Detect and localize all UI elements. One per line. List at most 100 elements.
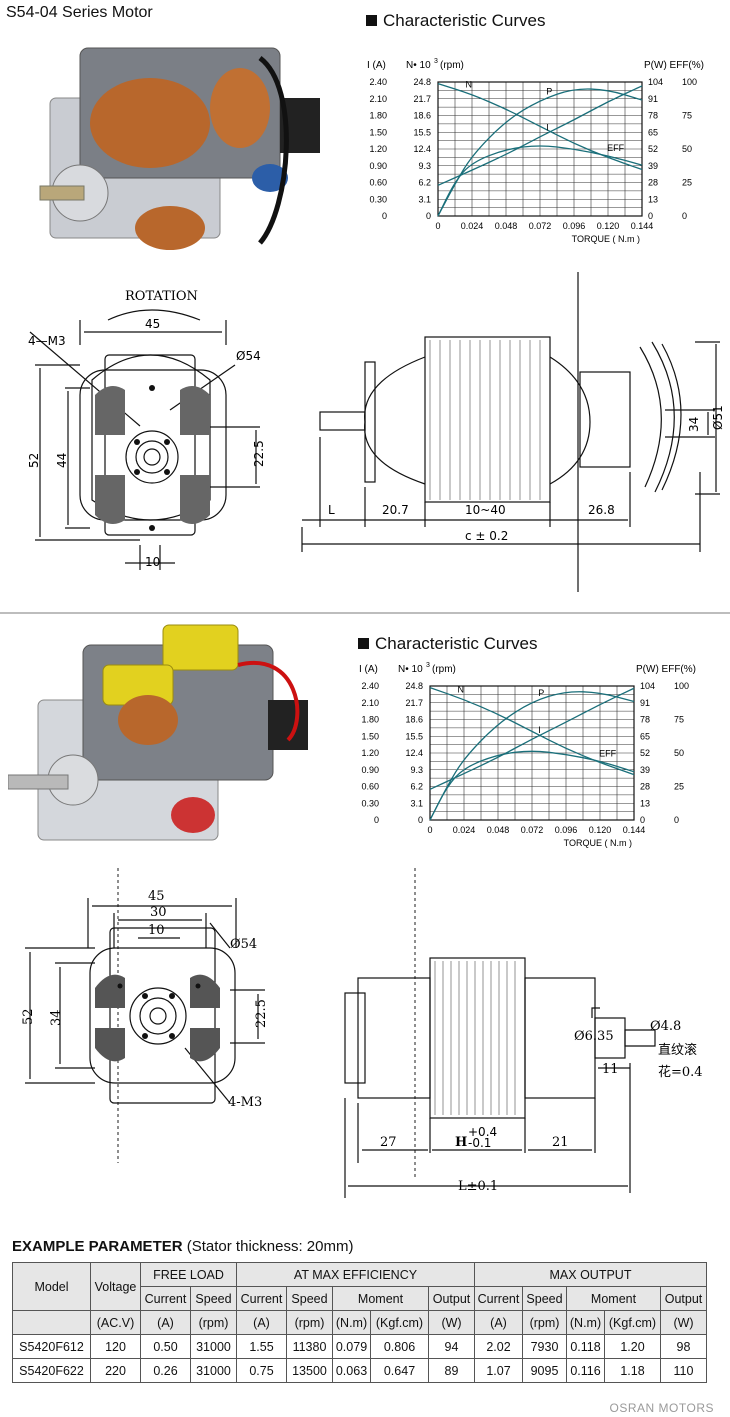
header-output: Output xyxy=(660,1286,707,1311)
tick-label-power: 52 xyxy=(640,748,650,758)
tick-label-efficiency: 50 xyxy=(682,144,692,154)
header-max-efficiency: AT MAX EFFICIENCY xyxy=(236,1262,475,1287)
tick-label-current: 0.60 xyxy=(369,178,387,188)
header-speed: Speed xyxy=(522,1286,567,1311)
tick-label-torque: 0.096 xyxy=(555,825,578,835)
tick-label-speed: 0 xyxy=(426,211,431,221)
dim-phi51: Ø51 xyxy=(711,405,725,430)
unit-rpm: (rpm) xyxy=(286,1310,333,1335)
tick-label-efficiency: 50 xyxy=(674,748,684,758)
tick-label-current: 1.50 xyxy=(361,731,379,741)
tick-label-torque: 0.120 xyxy=(597,221,620,231)
tick-label-current: 0.90 xyxy=(369,161,387,171)
cell: 0.806 xyxy=(370,1334,429,1359)
dim2-4-m3: 4-M3 xyxy=(228,1095,262,1110)
tick-label-speed: 15.5 xyxy=(413,127,431,137)
cell: 1.20 xyxy=(604,1334,661,1359)
header-model: Model xyxy=(12,1262,91,1311)
curves-title-2: Characteristic Curves xyxy=(358,634,538,654)
tick-label-speed: 0 xyxy=(418,815,423,825)
series-line-n xyxy=(429,687,635,776)
cell: 0.063 xyxy=(332,1358,371,1383)
axis-label-power-efficiency: P(W) EFF(%) xyxy=(644,60,704,71)
unit-w: (W) xyxy=(660,1310,707,1335)
knurl-note-1: 直纹滚 xyxy=(658,1042,697,1058)
dim-L: L xyxy=(328,503,335,517)
header-current: Current xyxy=(474,1286,523,1311)
dim2-27: 27 xyxy=(380,1135,397,1150)
tick-label-current: 2.40 xyxy=(369,77,387,87)
tick-label-speed: 3.1 xyxy=(410,798,423,808)
tick-label-current: 2.40 xyxy=(361,681,379,691)
square-bullet-icon xyxy=(358,638,369,649)
tick-label-current: 0.30 xyxy=(361,798,379,808)
params-table: Model Voltage FREE LOAD AT MAX EFFICIENC… xyxy=(12,1262,707,1383)
tick-label-speed: 24.8 xyxy=(413,77,431,87)
header-output: Output xyxy=(428,1286,475,1311)
cell: S5420F612 xyxy=(12,1334,91,1359)
tick-label-current: 1.20 xyxy=(361,748,379,758)
tick-label-torque: 0 xyxy=(427,825,432,835)
tick-label-current: 0 xyxy=(374,815,379,825)
tick-label-torque: 0.120 xyxy=(589,825,612,835)
cell: 9095 xyxy=(522,1358,567,1383)
dim-phi54: Ø54 xyxy=(236,349,261,363)
tick-label-speed: 21.7 xyxy=(405,698,423,708)
tick-label-torque: 0.024 xyxy=(453,825,476,835)
dim2-45: 45 xyxy=(148,889,165,904)
series-line-eff xyxy=(429,750,635,821)
header-speed: Speed xyxy=(190,1286,237,1311)
rotation-label: ROTATION xyxy=(125,289,198,304)
cell: 0.75 xyxy=(236,1358,287,1383)
tick-label-power: 65 xyxy=(640,731,650,741)
unit-a: (A) xyxy=(236,1310,287,1335)
tick-label-efficiency: 25 xyxy=(682,178,692,188)
series-label-eff: EFF xyxy=(599,748,617,758)
dim2-52: 52 xyxy=(21,1008,36,1025)
cell: 0.647 xyxy=(370,1358,429,1383)
unit-kgf: (Kgf.cm) xyxy=(370,1310,429,1335)
tick-label-power: 91 xyxy=(648,94,658,104)
unit-w: (W) xyxy=(428,1310,475,1335)
tick-label-efficiency: 0 xyxy=(674,815,679,825)
axis-label-speed-exponent: 3 xyxy=(426,662,430,669)
section-divider xyxy=(0,612,730,614)
cell: S5420F622 xyxy=(12,1358,91,1383)
motor-photo-1 xyxy=(39,47,320,250)
dim-c: c ± 0.2 xyxy=(465,529,508,543)
series-label-eff: EFF xyxy=(607,143,625,153)
series-label-i: I xyxy=(546,123,549,133)
dim2-L: L±0.1 xyxy=(458,1179,498,1194)
cell: 0.079 xyxy=(332,1334,371,1359)
unit-a: (A) xyxy=(140,1310,191,1335)
axis-label-torque: TORQUE ( N.m ) xyxy=(572,234,640,244)
cell: 11380 xyxy=(286,1334,333,1359)
dim2-H: H xyxy=(455,1135,467,1150)
cell: 0.50 xyxy=(140,1334,191,1359)
tick-label-torque: 0.072 xyxy=(529,221,552,231)
dim2-22-5: 22.5 xyxy=(254,999,269,1028)
unit-nm: (N.m) xyxy=(566,1310,605,1335)
tick-label-torque: 0.096 xyxy=(563,221,586,231)
tick-label-current: 2.10 xyxy=(361,698,379,708)
axis-label-torque: TORQUE ( N.m ) xyxy=(564,838,632,848)
cell: 1.07 xyxy=(474,1358,523,1383)
tick-label-speed: 6.2 xyxy=(410,782,423,792)
series-line-eff xyxy=(437,145,643,217)
tick-label-torque: 0.048 xyxy=(487,825,510,835)
page-title: S54-04 Series Motor xyxy=(6,4,153,21)
tick-label-speed: 21.7 xyxy=(413,94,431,104)
axis-label-speed: N• 10 xyxy=(406,60,431,71)
dim-45: 45 xyxy=(145,317,160,331)
dim-44: 44 xyxy=(55,453,69,468)
series-line-p xyxy=(437,88,643,217)
axis-label-speed-unit: (rpm) xyxy=(432,664,456,675)
characteristic-chart-1: 2.402.101.801.501.200.900.600.30024.821.… xyxy=(367,58,704,244)
table-row: S5420F622 220 0.26 31000 0.75 13500 0.06… xyxy=(12,1358,707,1383)
tick-label-speed: 18.6 xyxy=(405,715,423,725)
tick-label-current: 0.60 xyxy=(361,782,379,792)
dim2-10: 10 xyxy=(148,923,165,938)
table-row: S5420F612 120 0.50 31000 1.55 11380 0.07… xyxy=(12,1334,707,1359)
tick-label-current: 1.80 xyxy=(361,715,379,725)
tick-label-speed: 15.5 xyxy=(405,731,423,741)
